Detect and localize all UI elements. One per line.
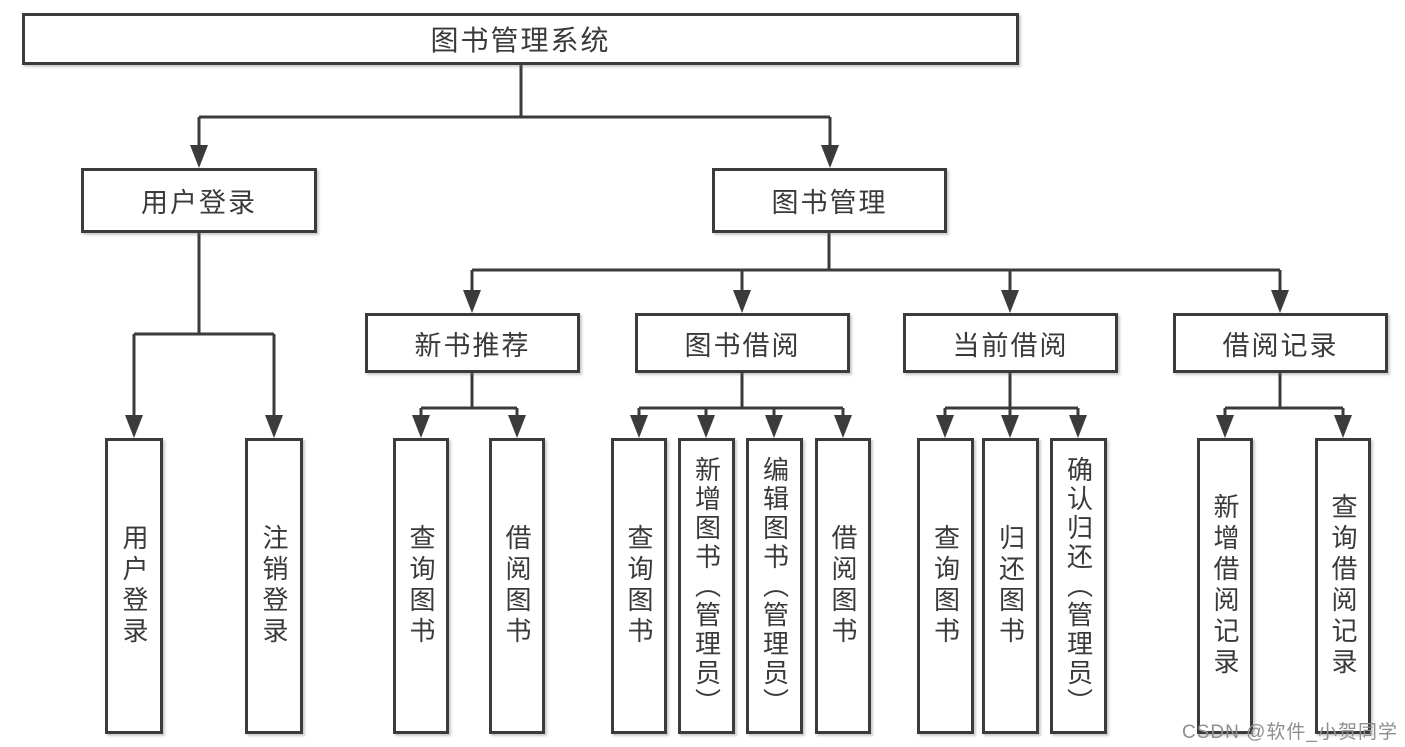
connector-current-borrow-to-leaves [943, 373, 1080, 418]
arrow-icon [508, 415, 526, 438]
arrow-icon [1069, 415, 1087, 438]
arrow-icon [733, 290, 751, 313]
leaf-label: 借阅图书 [502, 524, 532, 648]
leaf-label: 归还图书 [995, 524, 1026, 648]
leaf-user-login: 用户登录 [105, 438, 163, 734]
connector-root-to-level2 [197, 65, 832, 148]
arrow-icon [765, 415, 783, 438]
leaf-label: 查询图书 [930, 524, 961, 648]
node-book-management: 图书管理 [712, 168, 947, 233]
csdn-watermark: CSDN @软件_小贺同学 [1182, 722, 1398, 743]
arrow-icon [834, 415, 852, 438]
leaf-label: 新增图书（管理员） [691, 455, 722, 717]
arrow-icon [1001, 415, 1019, 438]
leaf-label: 注销登录 [259, 524, 289, 648]
node-borrow-records: 借阅记录 [1173, 313, 1388, 373]
leaf-label: 查询图书 [406, 524, 436, 648]
arrow-icon [1271, 290, 1289, 313]
connector-borrow-records-to-leaves [1223, 373, 1345, 418]
leaf-label: 新增借阅记录 [1210, 493, 1240, 679]
node-current-borrow: 当前借阅 [903, 313, 1118, 373]
leaf-add-borrow-record: 新增借阅记录 [1197, 438, 1253, 734]
arrow-icon [1334, 415, 1352, 438]
leaf-query-books: 查询图书 [393, 438, 449, 734]
leaf-query-books-2: 查询图书 [611, 438, 667, 734]
leaf-borrow-books-2: 借阅图书 [815, 438, 871, 734]
connector-new-book-recommend-to-leaves [419, 373, 519, 418]
arrow-icon [463, 290, 481, 313]
arrow-icon [697, 415, 715, 438]
leaf-borrow-books: 借阅图书 [489, 438, 545, 734]
leaf-query-books-3: 查询图书 [917, 438, 974, 734]
arrow-icon [821, 145, 839, 168]
leaf-logout: 注销登录 [245, 438, 303, 734]
leaf-label: 查询图书 [624, 524, 654, 648]
connector-book-borrow-to-leaves [637, 373, 845, 418]
leaf-add-book-admin: 新增图书（管理员） [678, 438, 735, 734]
node-new-book-recommend: 新书推荐 [365, 313, 580, 373]
arrow-icon [1216, 415, 1234, 438]
leaf-label: 借阅图书 [828, 524, 858, 648]
leaf-label: 查询借阅记录 [1328, 493, 1358, 679]
arrow-icon [412, 415, 430, 438]
arrow-icon [190, 145, 208, 168]
leaf-query-borrow-record: 查询借阅记录 [1315, 438, 1371, 734]
node-user-login: 用户登录 [81, 168, 317, 233]
arrow-icon [1001, 290, 1019, 313]
leaf-label: 确认归还（管理员） [1063, 455, 1094, 717]
arrow-icon [936, 415, 954, 438]
leaf-return-books: 归还图书 [982, 438, 1039, 734]
leaf-confirm-return-admin: 确认归还（管理员） [1050, 438, 1107, 734]
connector-book-management-to-level3 [470, 233, 1282, 293]
arrow-icon [265, 415, 283, 438]
node-root-system: 图书管理系统 [22, 13, 1019, 65]
arrow-icon [125, 415, 143, 438]
arrow-icon [630, 415, 648, 438]
leaf-label: 编辑图书（管理员） [759, 455, 790, 717]
leaf-edit-book-admin: 编辑图书（管理员） [746, 438, 803, 734]
leaf-label: 用户登录 [119, 524, 149, 648]
node-book-borrow: 图书借阅 [635, 313, 850, 373]
connector-user-login-to-leaves [132, 233, 276, 418]
